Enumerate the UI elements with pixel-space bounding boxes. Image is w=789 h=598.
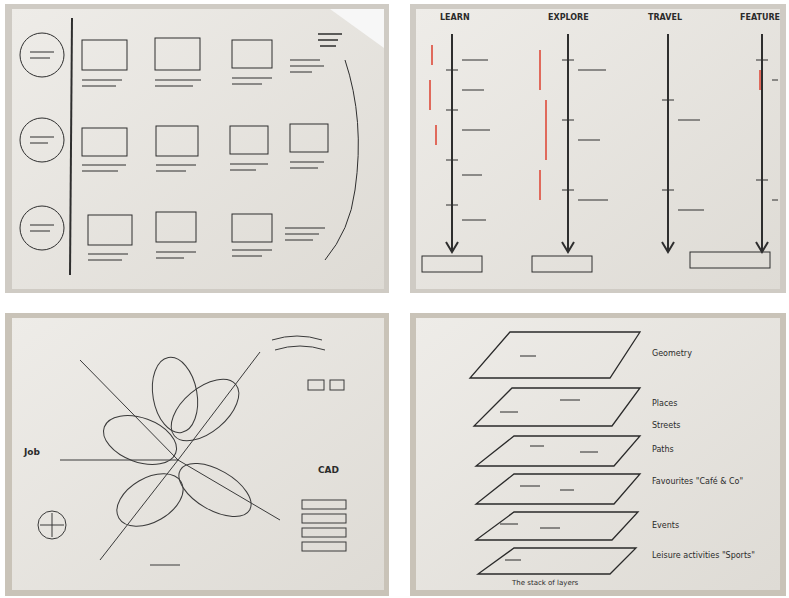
layer-label: Geometry [652, 350, 692, 359]
layer-label: Favourites "Café & Co" [652, 478, 743, 487]
layer-label: Leisure activities "Sports" [652, 552, 755, 561]
timeline-sketch [422, 34, 778, 272]
layer-label: Paths [652, 446, 674, 455]
paper-sheet [416, 318, 780, 590]
column-heading: LEARN [440, 14, 470, 23]
column-heading: TRAVEL [648, 14, 682, 23]
cluster-label: Job [24, 448, 40, 458]
storyboard-sketch [20, 18, 358, 275]
paper-sheet [12, 318, 384, 590]
layer-stack-sketch [470, 332, 640, 574]
cluster-label: CAD [318, 466, 339, 476]
photo-ground [5, 4, 389, 293]
sketch-caption: The stack of layers [512, 580, 578, 588]
paper-fold [330, 9, 384, 48]
layer-label: Places [652, 400, 677, 409]
column-heading: FEATURE [740, 14, 780, 23]
layer-label: Events [652, 522, 679, 531]
photo-ground [410, 313, 786, 596]
petal-map-sketch [38, 336, 346, 565]
column-heading: EXPLORE [548, 14, 589, 23]
photo-ground [5, 313, 389, 596]
layer-label: Streets [652, 422, 680, 431]
photo-ground [410, 4, 786, 293]
paper-sheet [416, 9, 780, 289]
paper-sheet [12, 9, 384, 289]
